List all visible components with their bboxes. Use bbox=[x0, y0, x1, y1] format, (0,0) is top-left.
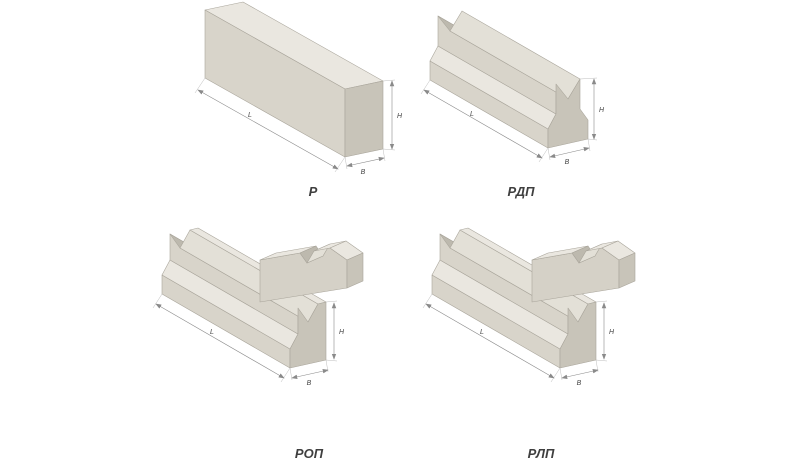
extension-line bbox=[325, 300, 338, 303]
extension-line bbox=[587, 138, 598, 141]
extension-line bbox=[420, 79, 431, 95]
figure-rop: L H B РОП bbox=[152, 227, 364, 461]
extension-line bbox=[559, 367, 563, 381]
extension-line bbox=[280, 367, 291, 383]
dimension-line-width bbox=[549, 146, 590, 159]
extension-line bbox=[325, 359, 338, 362]
figure-caption-rlp: РЛП bbox=[528, 446, 555, 461]
section-piece-side-face bbox=[618, 252, 636, 289]
extension-line bbox=[334, 156, 346, 173]
dimension-line-width bbox=[346, 156, 385, 168]
dimension-label-length: L bbox=[248, 112, 252, 119]
dimension-label-length: L bbox=[210, 329, 214, 336]
dimension-line-length bbox=[197, 89, 339, 170]
extension-line bbox=[595, 300, 608, 303]
dimension-label-height: H bbox=[599, 107, 605, 114]
figure-caption-rop: РОП bbox=[295, 446, 324, 461]
dimension-line-width bbox=[291, 368, 329, 380]
extension-line bbox=[194, 77, 206, 94]
dimension-line-length bbox=[423, 89, 543, 159]
extension-line bbox=[344, 156, 348, 170]
figure-caption-r: Р bbox=[309, 184, 318, 199]
dimension-label-width: B bbox=[577, 380, 582, 387]
extension-line bbox=[547, 147, 551, 161]
dimension-label-width: B bbox=[307, 380, 312, 387]
dimension-line-length bbox=[155, 303, 285, 379]
extension-line bbox=[422, 293, 433, 309]
extension-line bbox=[550, 367, 561, 383]
extension-line bbox=[382, 79, 396, 82]
dimension-label-width: B bbox=[565, 159, 570, 166]
dimension-label-height: H bbox=[397, 113, 403, 120]
dimension-label-length: L bbox=[480, 329, 484, 336]
extension-line bbox=[382, 148, 396, 151]
dimension-label-height: H bbox=[609, 329, 615, 336]
figure-r: L H B Р bbox=[194, 1, 403, 199]
dimension-label-height: H bbox=[339, 329, 345, 336]
dimension-label-width: B bbox=[361, 169, 366, 176]
figure-caption-rdp: РДП bbox=[508, 184, 536, 199]
beam-end-face bbox=[547, 78, 589, 149]
section-piece-side-face bbox=[346, 252, 364, 289]
extension-line bbox=[587, 138, 591, 152]
beam-end-face bbox=[344, 80, 384, 158]
dimension-line-length bbox=[425, 303, 555, 379]
extension-line bbox=[382, 148, 386, 162]
dimension-line-width bbox=[561, 368, 599, 380]
extension-line bbox=[538, 147, 549, 163]
extension-line bbox=[579, 77, 598, 80]
extension-line bbox=[289, 367, 293, 381]
beam-end-face bbox=[289, 301, 327, 369]
extension-line bbox=[595, 359, 608, 362]
dimension-label-length: L bbox=[470, 111, 474, 118]
beam-end-face bbox=[559, 301, 597, 369]
extension-line bbox=[152, 293, 163, 309]
figure-rdp: L H B РДП bbox=[420, 10, 605, 199]
figure-rlp: L H B РЛП bbox=[422, 227, 636, 461]
